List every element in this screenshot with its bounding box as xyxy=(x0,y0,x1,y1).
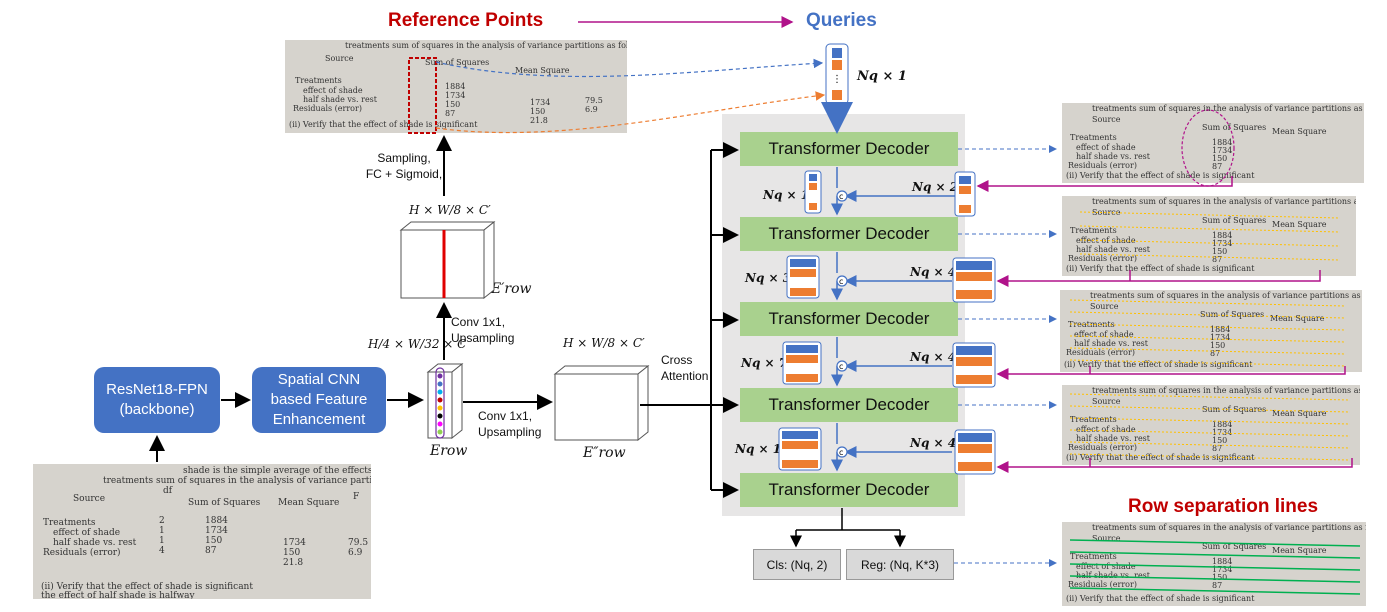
transformer-decoder-4: Transformer Decoder xyxy=(740,388,958,422)
decoder-4-right-dim: Nq × 4 xyxy=(910,436,957,450)
table-image-reference-points: treatments sum of squares in the analysi… xyxy=(285,40,627,133)
decoder-vector-left-1 xyxy=(804,170,822,214)
decoder-vector-left-4 xyxy=(778,427,822,471)
decoder-vector-right-4 xyxy=(954,429,996,475)
decoder-4-left-dim: Nq × 11 xyxy=(735,442,790,456)
decoder-2-left-dim: Nq × 3 xyxy=(745,271,792,285)
transformer-decoder-3: Transformer Decoder xyxy=(740,302,958,336)
table-image-iteration-4: treatments sum of squares in the analysi… xyxy=(1062,385,1360,465)
reg-output: Reg: (Nq, K*3) xyxy=(846,549,954,580)
queries-dim-label: Nq × 1 xyxy=(857,69,907,84)
e-row-label: Erow xyxy=(430,443,468,459)
dim-e-row-label: H/4 × W/32 × C xyxy=(368,337,467,351)
reference-point-column-highlight xyxy=(408,57,437,134)
table-image-row-separation: treatments sum of squares in the analysi… xyxy=(1062,522,1366,606)
dim-e-dprime-label: H × W/8 × C′ xyxy=(563,336,645,350)
decoder-3-left-dim: Nq × 7 xyxy=(741,356,788,370)
queries-title: Queries xyxy=(806,10,877,31)
decoder-vector-left-3 xyxy=(782,341,822,385)
sampling-label: Sampling, FC + Sigmoid, xyxy=(365,151,443,181)
decoder-3-right-dim: Nq × 4 xyxy=(910,350,957,364)
decoder-vector-right-1 xyxy=(954,171,976,217)
decoder-2-right-dim: Nq × 4 xyxy=(910,265,957,279)
svg-text:⋮: ⋮ xyxy=(832,74,842,85)
svg-text:c: c xyxy=(839,192,843,201)
svg-text:c: c xyxy=(839,448,843,457)
row-separation-lines-title: Row separation lines xyxy=(1128,496,1319,517)
decoder-vector-right-2 xyxy=(952,257,996,303)
decoder-vector-right-3 xyxy=(952,342,996,388)
dim-e-prime-label: H × W/8 × C′ xyxy=(409,203,491,217)
queries-vector: ⋮ xyxy=(825,43,849,105)
decoder-1-left-dim: Nq × 1 xyxy=(763,188,810,202)
transformer-decoder-1: Transformer Decoder xyxy=(740,132,958,166)
e-row-feature-map xyxy=(426,362,464,440)
transformer-decoder-2: Transformer Decoder xyxy=(740,217,958,251)
backbone-block: ResNet18-FPN (backbone) xyxy=(94,367,220,433)
svg-text:c: c xyxy=(839,362,843,371)
conv-upsampling-label-1: Conv 1x1, Upsampling xyxy=(451,315,515,345)
e-dprime-row-feature-map xyxy=(553,364,650,442)
table-image-iteration-3: treatments sum of squares in the analysi… xyxy=(1060,290,1362,372)
conv-upsampling-label-2: Conv 1x1, Upsampling xyxy=(478,409,542,439)
cls-output: Cls: (Nq, 2) xyxy=(753,549,841,580)
e-dprime-row-label: E″row xyxy=(583,445,626,461)
feature-enhancement-block: Spatial CNN based Feature Enhancement xyxy=(252,367,386,433)
table-image-iteration-1: treatments sum of squares in the analysi… xyxy=(1062,103,1364,183)
reference-points-title: Reference Points xyxy=(388,10,544,31)
table-image-input: shade is the simple average of the effec… xyxy=(33,464,371,599)
e-prime-row-label: E′row xyxy=(491,281,532,297)
decoder-1-right-dim: Nq × 2 xyxy=(912,180,959,194)
cross-attention-label: Cross Attention xyxy=(661,353,709,383)
decoder-vector-left-2 xyxy=(786,255,820,299)
e-prime-row-feature-map xyxy=(399,220,496,300)
transformer-decoder-5: Transformer Decoder xyxy=(740,473,958,507)
svg-text:c: c xyxy=(839,277,843,286)
